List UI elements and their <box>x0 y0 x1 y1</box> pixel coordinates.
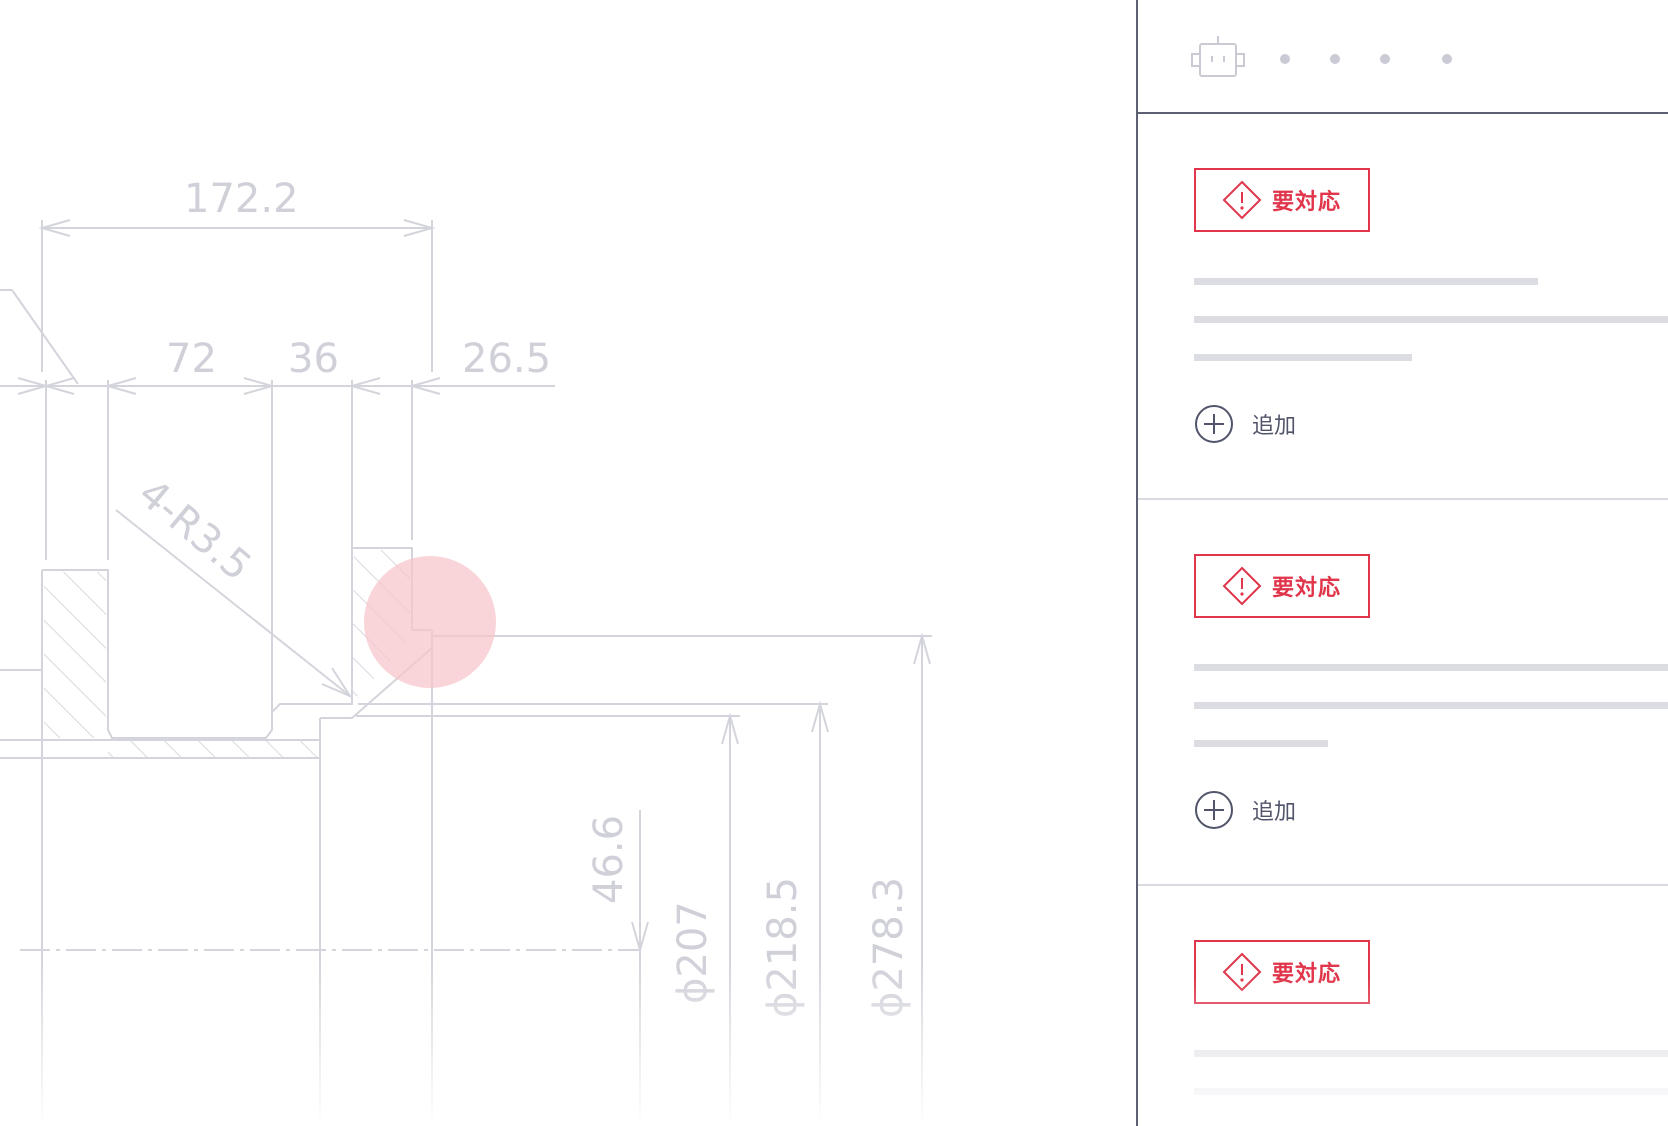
add-label: 追加 <box>1252 414 1297 439</box>
action-required-badge: 要対応 <box>1194 554 1370 618</box>
badge-label: 要対応 <box>1272 576 1342 601</box>
plus-circle-icon <box>1195 791 1233 829</box>
text-placeholder <box>1194 702 1668 709</box>
add-button[interactable]: 追加 <box>1194 404 1296 444</box>
text-placeholder <box>1194 664 1668 671</box>
pager-dot[interactable] <box>1380 54 1390 64</box>
technical-drawing: 172.2 72 36 26.5 4-R3.5 46.6 ϕ207 ϕ218.5… <box>0 176 1140 1126</box>
issue-card[interactable]: 要対応 追加 <box>1138 498 1668 882</box>
pager-dot[interactable] <box>1280 54 1290 64</box>
panel-toolbar <box>1138 0 1668 114</box>
add-button[interactable]: 追加 <box>1194 790 1296 830</box>
add-label: 追加 <box>1252 800 1297 825</box>
review-panel: 要対応 追加 要対応 <box>1136 0 1668 1126</box>
dim-172-2: 172.2 <box>184 176 299 222</box>
fade-overlay <box>1138 976 1668 1126</box>
dim-26-5: 26.5 <box>462 336 551 382</box>
action-required-badge: 要対応 <box>1194 168 1370 232</box>
dim-46-6: 46.6 <box>586 815 632 904</box>
pager-dot[interactable] <box>1330 54 1340 64</box>
warning-diamond-icon <box>1222 566 1262 606</box>
issue-card[interactable]: 要対応 追加 <box>1138 112 1668 496</box>
badge-label: 要対応 <box>1272 190 1342 215</box>
issue-highlight[interactable] <box>364 556 496 688</box>
dim-36: 36 <box>288 336 339 382</box>
robot-icon[interactable] <box>1190 36 1246 80</box>
plus-circle-icon <box>1195 405 1233 443</box>
warning-diamond-icon <box>1222 180 1262 220</box>
text-placeholder <box>1194 354 1412 361</box>
text-placeholder <box>1194 316 1668 323</box>
text-placeholder <box>1194 740 1328 747</box>
dim-72: 72 <box>166 336 217 382</box>
text-placeholder <box>1194 278 1538 285</box>
pager-dot[interactable] <box>1442 54 1452 64</box>
